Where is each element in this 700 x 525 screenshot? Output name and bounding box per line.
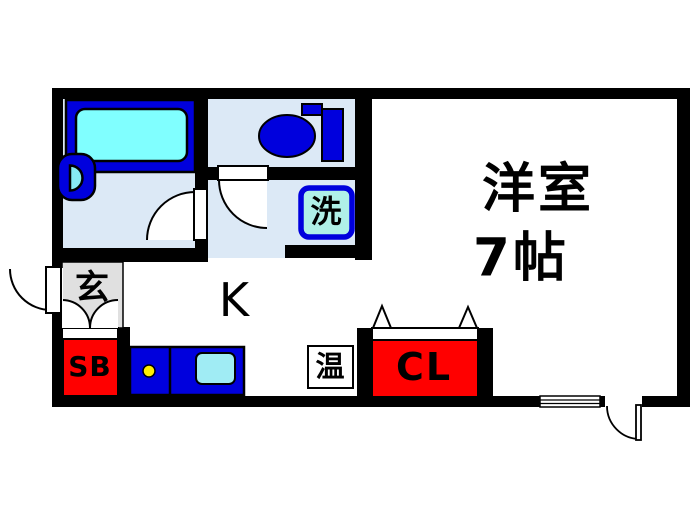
toilet-door-leaf	[217, 165, 269, 181]
entrance-door-swing	[10, 269, 51, 310]
water-heater-label: 温	[315, 349, 345, 384]
toilet-bowl	[258, 114, 316, 158]
toilet-flush-button	[301, 103, 323, 116]
wall-toilet-bottom-left	[208, 167, 219, 180]
washing-machine-box	[298, 185, 355, 240]
closet-folding-door-left-icon	[371, 303, 393, 329]
bath-door-leaf	[193, 188, 208, 241]
water-heater-box	[307, 345, 354, 389]
bath-door-swing	[147, 192, 195, 240]
closet-label: CL	[395, 345, 453, 389]
balcony-door-swing	[607, 406, 640, 439]
closet-door-strip	[371, 327, 479, 341]
wall-shoebox-post	[118, 327, 130, 407]
shoe-box-left-door-swing	[62, 300, 90, 328]
shoe-box-right-door-swing	[90, 300, 118, 328]
balcony-door-leaf	[635, 404, 642, 441]
gas-burner-icon	[142, 364, 156, 378]
wall-closet-right-post	[478, 328, 493, 407]
wall-closet-left-post	[357, 328, 372, 407]
wall-bath-right-upper	[195, 99, 208, 188]
toilet-door-arc	[218, 179, 268, 229]
kitchen-sink	[195, 352, 236, 385]
sliding-window	[539, 395, 601, 408]
closet	[371, 339, 479, 398]
western-room-name: 洋室	[482, 158, 594, 220]
balcony-door-arc	[606, 405, 641, 440]
washing-machine-label: 洗	[310, 194, 342, 231]
bath-faucet-inner	[68, 164, 84, 192]
wall-toilet-bottom-right	[268, 167, 355, 180]
wall-divider-vertical	[355, 99, 372, 260]
toilet-door-swing	[219, 180, 267, 228]
balcony-door-opening	[605, 396, 642, 407]
bath-door-arc	[146, 191, 196, 241]
western-room-size: 7帖	[473, 227, 569, 289]
entrance-label: 玄	[75, 268, 109, 308]
shoe-box-label: SB	[68, 350, 112, 383]
shoe-box-right-door-arc	[89, 299, 119, 329]
bathtub-inner	[74, 107, 189, 163]
wall-bath-bottom	[52, 248, 208, 262]
kitchen-label: K	[218, 273, 250, 327]
entrance-door-leaf	[45, 266, 62, 314]
shoe-box-door-strip	[61, 327, 119, 340]
closet-folding-door-right-icon	[457, 304, 479, 329]
toilet-tank	[321, 108, 344, 162]
shoe-box	[62, 338, 119, 397]
wall-washroom-bottom	[285, 245, 372, 258]
entrance-door-arc	[9, 268, 52, 311]
